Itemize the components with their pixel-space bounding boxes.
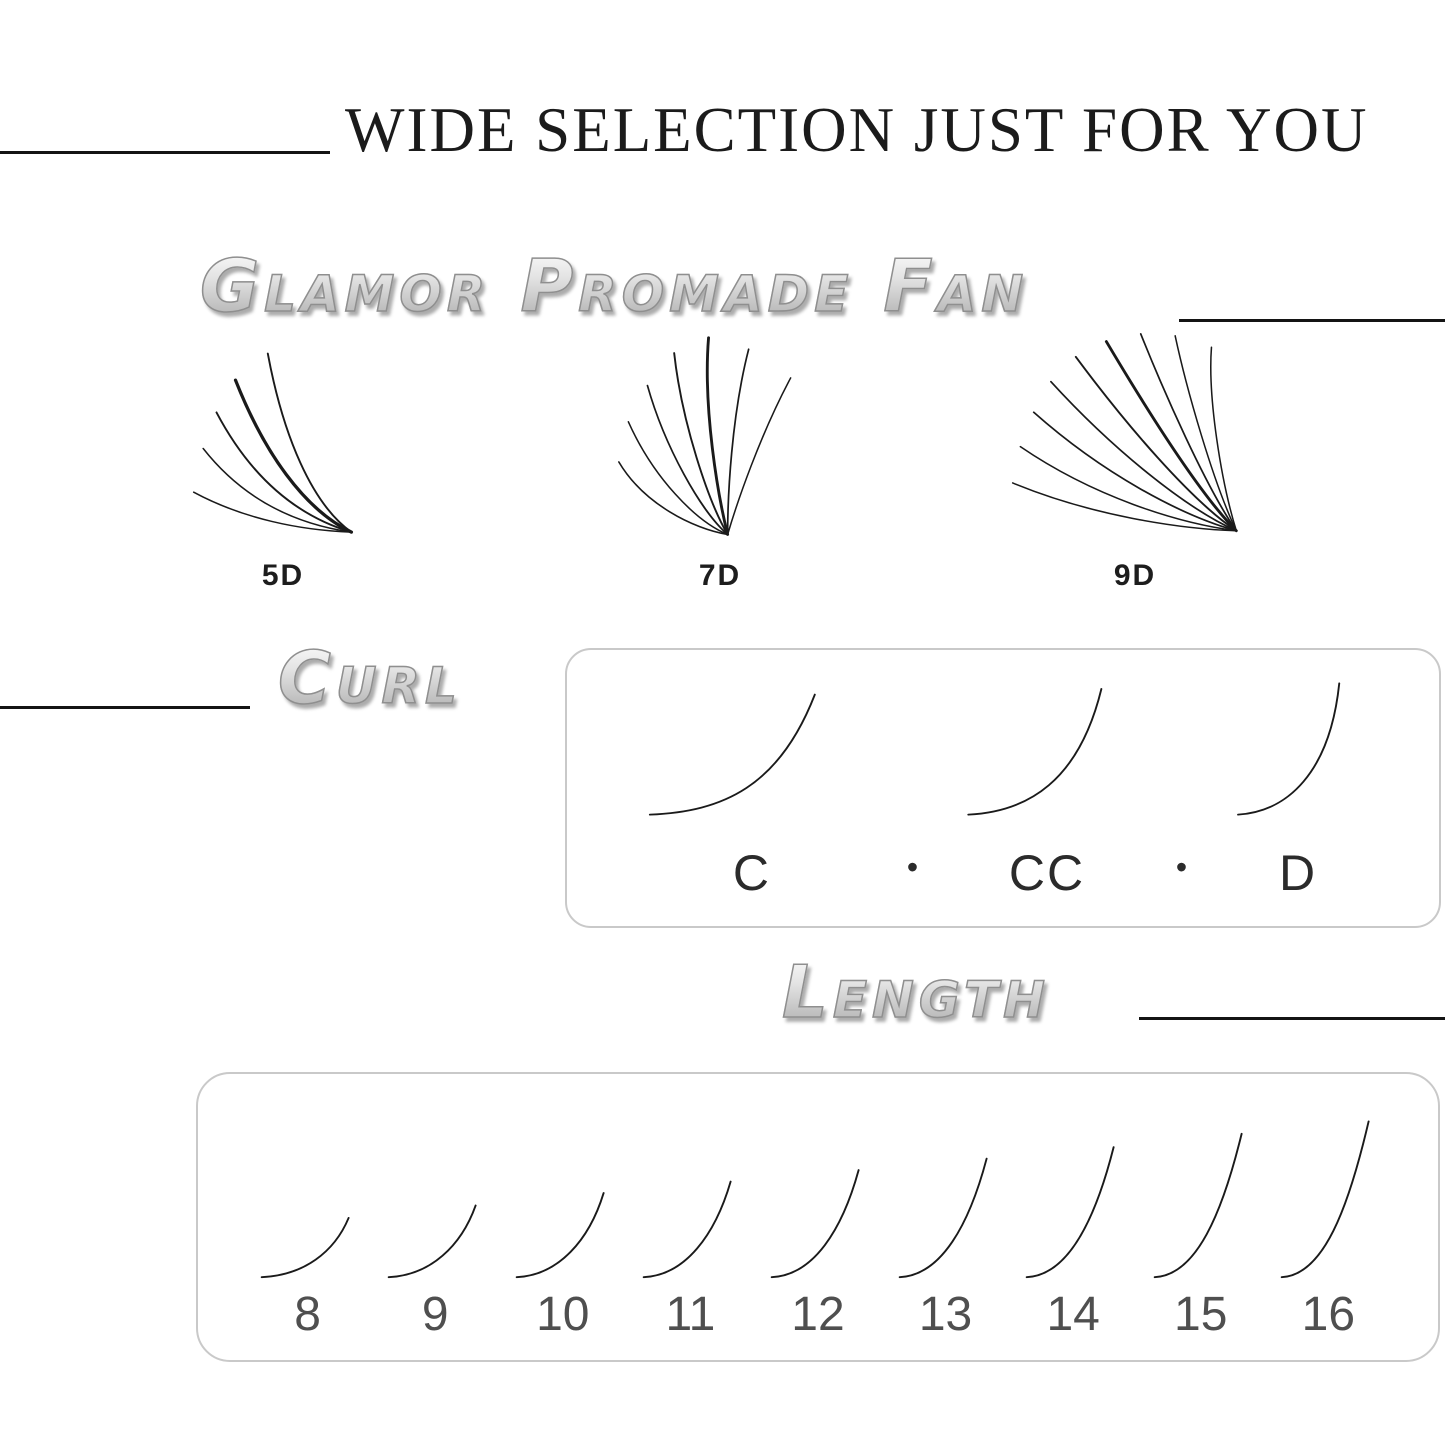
length-label-10: 10 (536, 1288, 590, 1341)
fan-label-7d: 7D (698, 559, 742, 592)
curl-label-cc: CC (1008, 845, 1086, 901)
length-curve-15 (1153, 1132, 1243, 1279)
curl-cc-illustration (967, 688, 1103, 816)
curl-label-c: C (732, 845, 771, 901)
fan-label-9d: 9D (1113, 559, 1157, 592)
length-option-11: 11 (638, 1109, 742, 1342)
curl-d-illustration (1237, 682, 1341, 816)
length-curve-11 (643, 1180, 732, 1279)
length-label-12: 12 (791, 1288, 845, 1341)
fan-item-9d: 9D (1000, 332, 1270, 593)
length-option-10: 10 (511, 1109, 615, 1342)
length-options-box: 8 9 10 11 12 (196, 1072, 1440, 1362)
fan-item-7d: 7D (605, 332, 835, 593)
length-option-8: 8 (256, 1109, 360, 1342)
length-curve-14 (1025, 1146, 1115, 1279)
fan-section-heading: Glamor Promade Fan (199, 243, 1029, 329)
fan-label-5d: 5D (261, 559, 305, 592)
curl-option-cc: CC (962, 674, 1132, 902)
divider-line-curl-left (0, 706, 250, 709)
fan-item-5d: 5D (178, 332, 388, 593)
curl-option-d: D (1231, 674, 1365, 902)
length-curve-9 (387, 1204, 477, 1279)
length-curve-16 (1281, 1120, 1370, 1279)
divider-line-length-right (1139, 1017, 1445, 1020)
curl-c-illustration (648, 693, 816, 816)
length-label-13: 13 (918, 1288, 973, 1341)
length-option-14: 14 (1021, 1109, 1125, 1342)
length-section-heading: Length (781, 949, 1050, 1035)
divider-line-title-left (0, 151, 330, 154)
length-curve-8 (260, 1216, 350, 1279)
length-label-11: 11 (665, 1288, 716, 1341)
length-label-16: 16 (1301, 1288, 1356, 1341)
curl-options-box: C • CC • D (565, 648, 1441, 928)
length-option-9: 9 (383, 1109, 487, 1342)
length-label-14: 14 (1046, 1288, 1100, 1341)
length-option-13: 13 (894, 1109, 998, 1342)
length-option-12: 12 (766, 1109, 870, 1342)
length-option-16: 16 (1276, 1109, 1380, 1342)
curl-option-c: C (641, 674, 863, 902)
divider-line-fan-right (1179, 319, 1445, 322)
length-label-9: 9 (421, 1288, 449, 1341)
length-option-15: 15 (1149, 1109, 1253, 1342)
lash-fan-5d-illustration (192, 352, 354, 534)
length-label-15: 15 (1174, 1288, 1228, 1341)
lash-fan-9d-illustration (1011, 333, 1238, 533)
curl-section-heading: Curl (277, 635, 462, 721)
page-title: WIDE SELECTION JUST FOR YOU (345, 95, 1369, 165)
length-curve-13 (898, 1157, 988, 1279)
length-curve-12 (770, 1169, 860, 1279)
curl-separator-dot: • (1175, 849, 1188, 885)
length-label-8: 8 (294, 1288, 321, 1341)
curl-separator-dot: • (906, 849, 919, 885)
lash-fan-7d-illustration (618, 336, 792, 536)
length-curve-10 (515, 1192, 605, 1279)
curl-label-d: D (1278, 845, 1318, 901)
